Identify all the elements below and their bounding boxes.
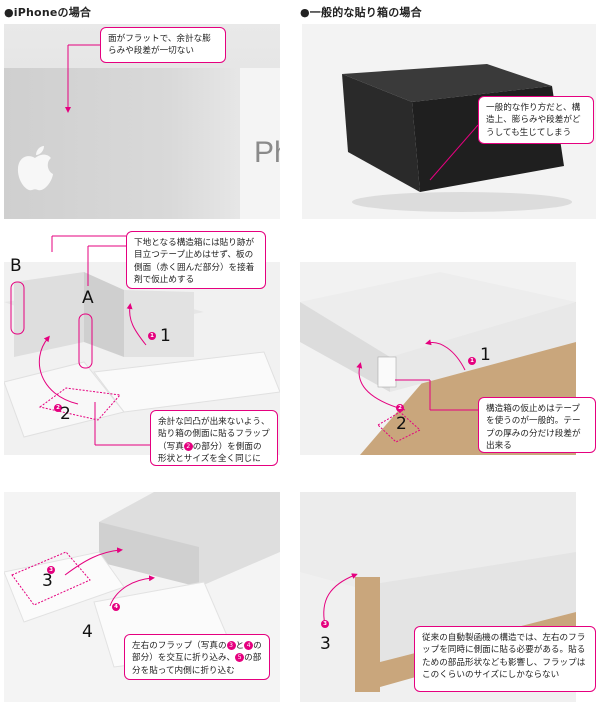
apple-logo-icon: [17, 146, 53, 191]
step-dot-3-left: 3: [47, 566, 55, 574]
badge-2-icon: 2: [183, 441, 193, 451]
badge-4-icon: 4: [244, 641, 254, 650]
badge-3-icon: 3: [226, 641, 236, 650]
callout-flat-surface: 面がフラットで、余計な膨らみや段差が一切ない: [100, 27, 226, 63]
right-section-heading: ●一般的な貼り箱の場合: [300, 6, 422, 19]
step-number-3-right: 3: [320, 634, 331, 654]
callout-glue-tack: 下地となる構造箱には貼り跡が目立つテープ止めはせず、板の側面（赤く囲んだ部分）を…: [126, 231, 266, 289]
badge-5-icon: 5: [235, 653, 245, 663]
callout-bulge-step: 一般的な作り方だと、構造上、膨らみや段差がどうしても生じてしまう: [478, 96, 594, 144]
label-b: B: [10, 256, 22, 276]
left-section-heading: ●iPhoneの場合: [4, 6, 92, 19]
step-number-1-right: 1: [480, 345, 491, 365]
step-dot-1-right: 1: [468, 357, 476, 365]
callout-tape-step: 構造箱の仮止めはテープを使うのが一般的。テープの厚みの分だけ段差が出来る: [478, 397, 596, 453]
step-number-2-right: 2: [396, 414, 407, 434]
step-dot-3-right: 3: [321, 620, 329, 628]
callout-fold-text-d: の部分を貼って内側に折り込む: [132, 653, 262, 676]
step-number-4-left: 4: [82, 622, 93, 642]
step-dot-1-left: 1: [148, 332, 156, 340]
callout-fold-text-c: の部分）を交互に折り込み、: [132, 641, 262, 664]
step-number-1-left: 1: [160, 326, 171, 346]
callout-flap-shape-text-b: の部分）を側面の形状とサイズを全く同じに: [158, 441, 262, 465]
step-dot-2-left: 2: [54, 404, 62, 412]
callout-fold-text-a: 左右のフラップ（写真の: [132, 641, 227, 651]
callout-auto-machine: 従来の自動製函機の構造では、左右のフラップを同時に側面に貼る必要がある。貼るため…: [414, 626, 596, 692]
step-number-3-left: 3: [42, 571, 53, 591]
step-number-2-left: 2: [60, 404, 71, 424]
callout-fold-text-b: と: [235, 641, 245, 651]
label-a: A: [82, 288, 94, 308]
box-print-text: Ph: [254, 136, 280, 169]
step-dot-2-right: 2: [396, 404, 404, 412]
step-dot-4-left: 4: [112, 603, 120, 611]
callout-flap-shape-text-a: 余計な凹凸が出来ないよう、貼り箱の側面に貼るフラップ（写真: [158, 417, 270, 452]
